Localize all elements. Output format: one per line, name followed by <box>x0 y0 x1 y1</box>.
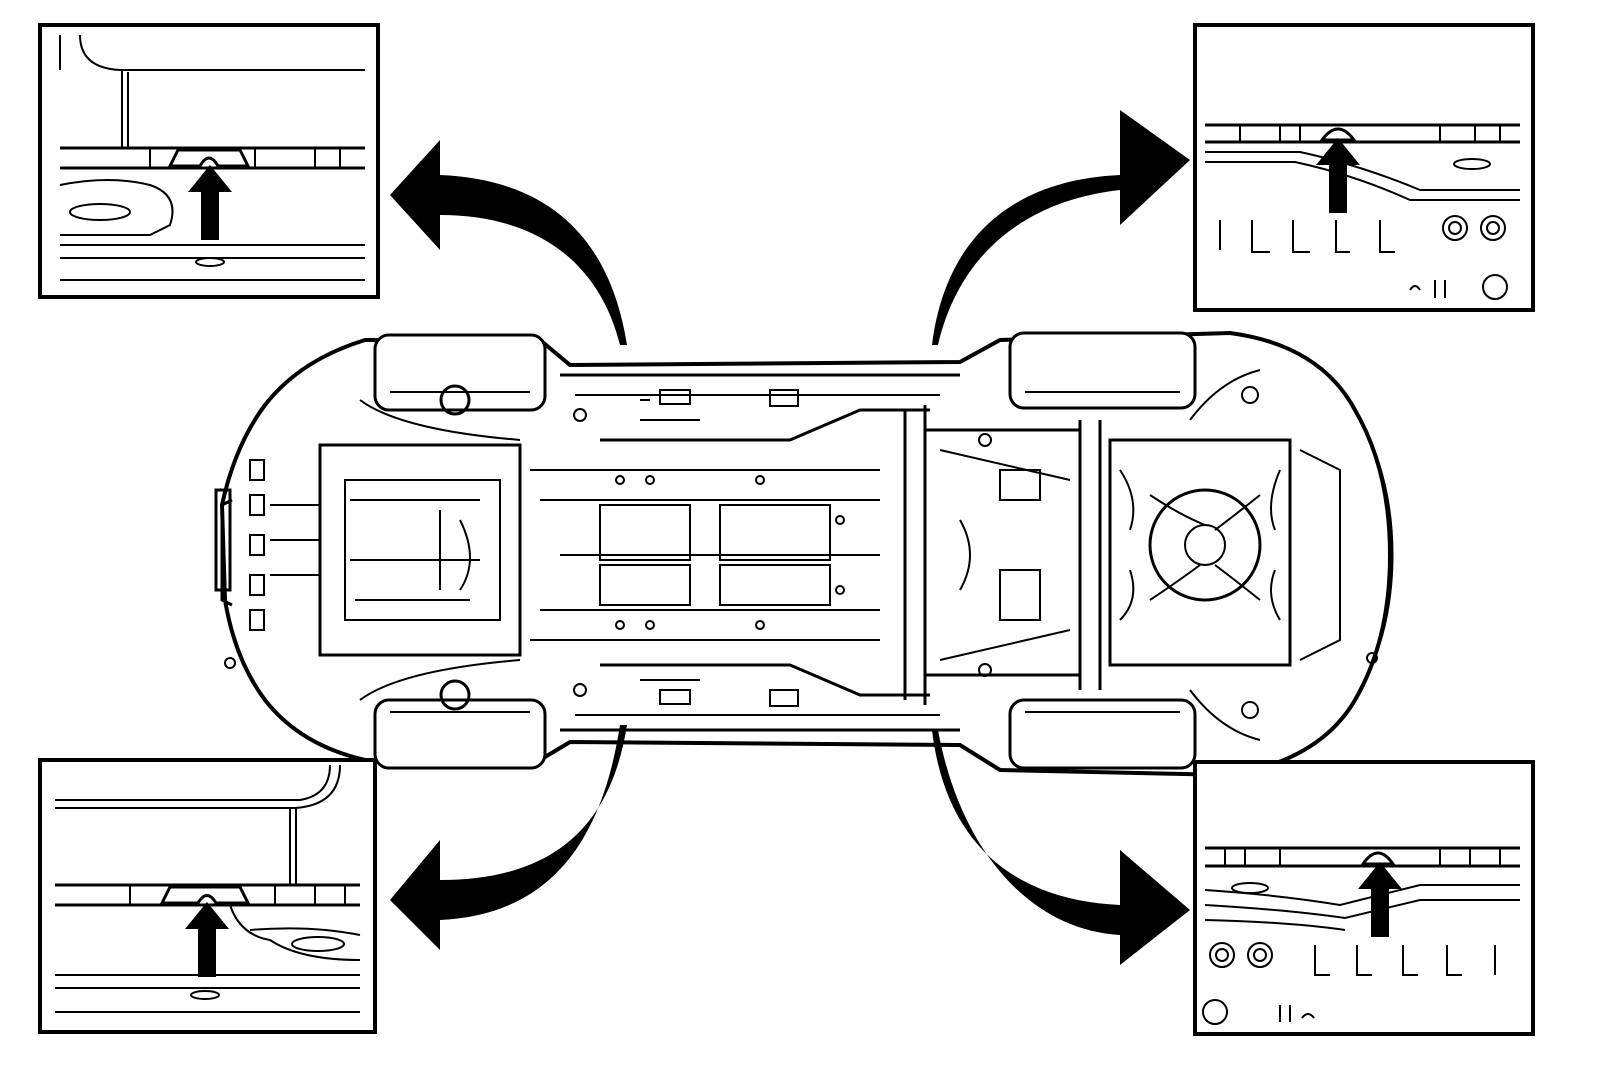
rear-right-wheel <box>1008 698 1197 770</box>
rear-left-wheel <box>1008 331 1197 410</box>
lift-point-inset-front-left <box>38 23 380 299</box>
up-arrow-icon <box>188 165 232 240</box>
up-arrow-icon <box>1358 862 1402 937</box>
pointer-arrows <box>390 110 1190 965</box>
lift-point-notch-icon <box>1319 127 1357 142</box>
lift-point-notch-icon <box>159 885 251 905</box>
curved-arrow-icon <box>390 140 627 345</box>
curved-arrow-icon <box>390 725 627 950</box>
lift-point-notch-icon <box>1360 851 1396 866</box>
up-arrow-icon <box>185 902 229 977</box>
lift-point-inset-rear-right <box>1193 760 1535 1036</box>
lift-point-inset-rear-left <box>1193 23 1535 312</box>
lift-point-notch-icon <box>167 148 251 168</box>
curved-arrow-icon <box>932 110 1190 345</box>
front-left-wheel <box>373 333 547 412</box>
lift-point-inset-front-right <box>38 758 377 1034</box>
front-right-wheel <box>373 698 547 770</box>
vehicle-underbody <box>214 330 1394 778</box>
curved-arrow-icon <box>932 730 1190 965</box>
up-arrow-icon <box>1316 138 1360 213</box>
